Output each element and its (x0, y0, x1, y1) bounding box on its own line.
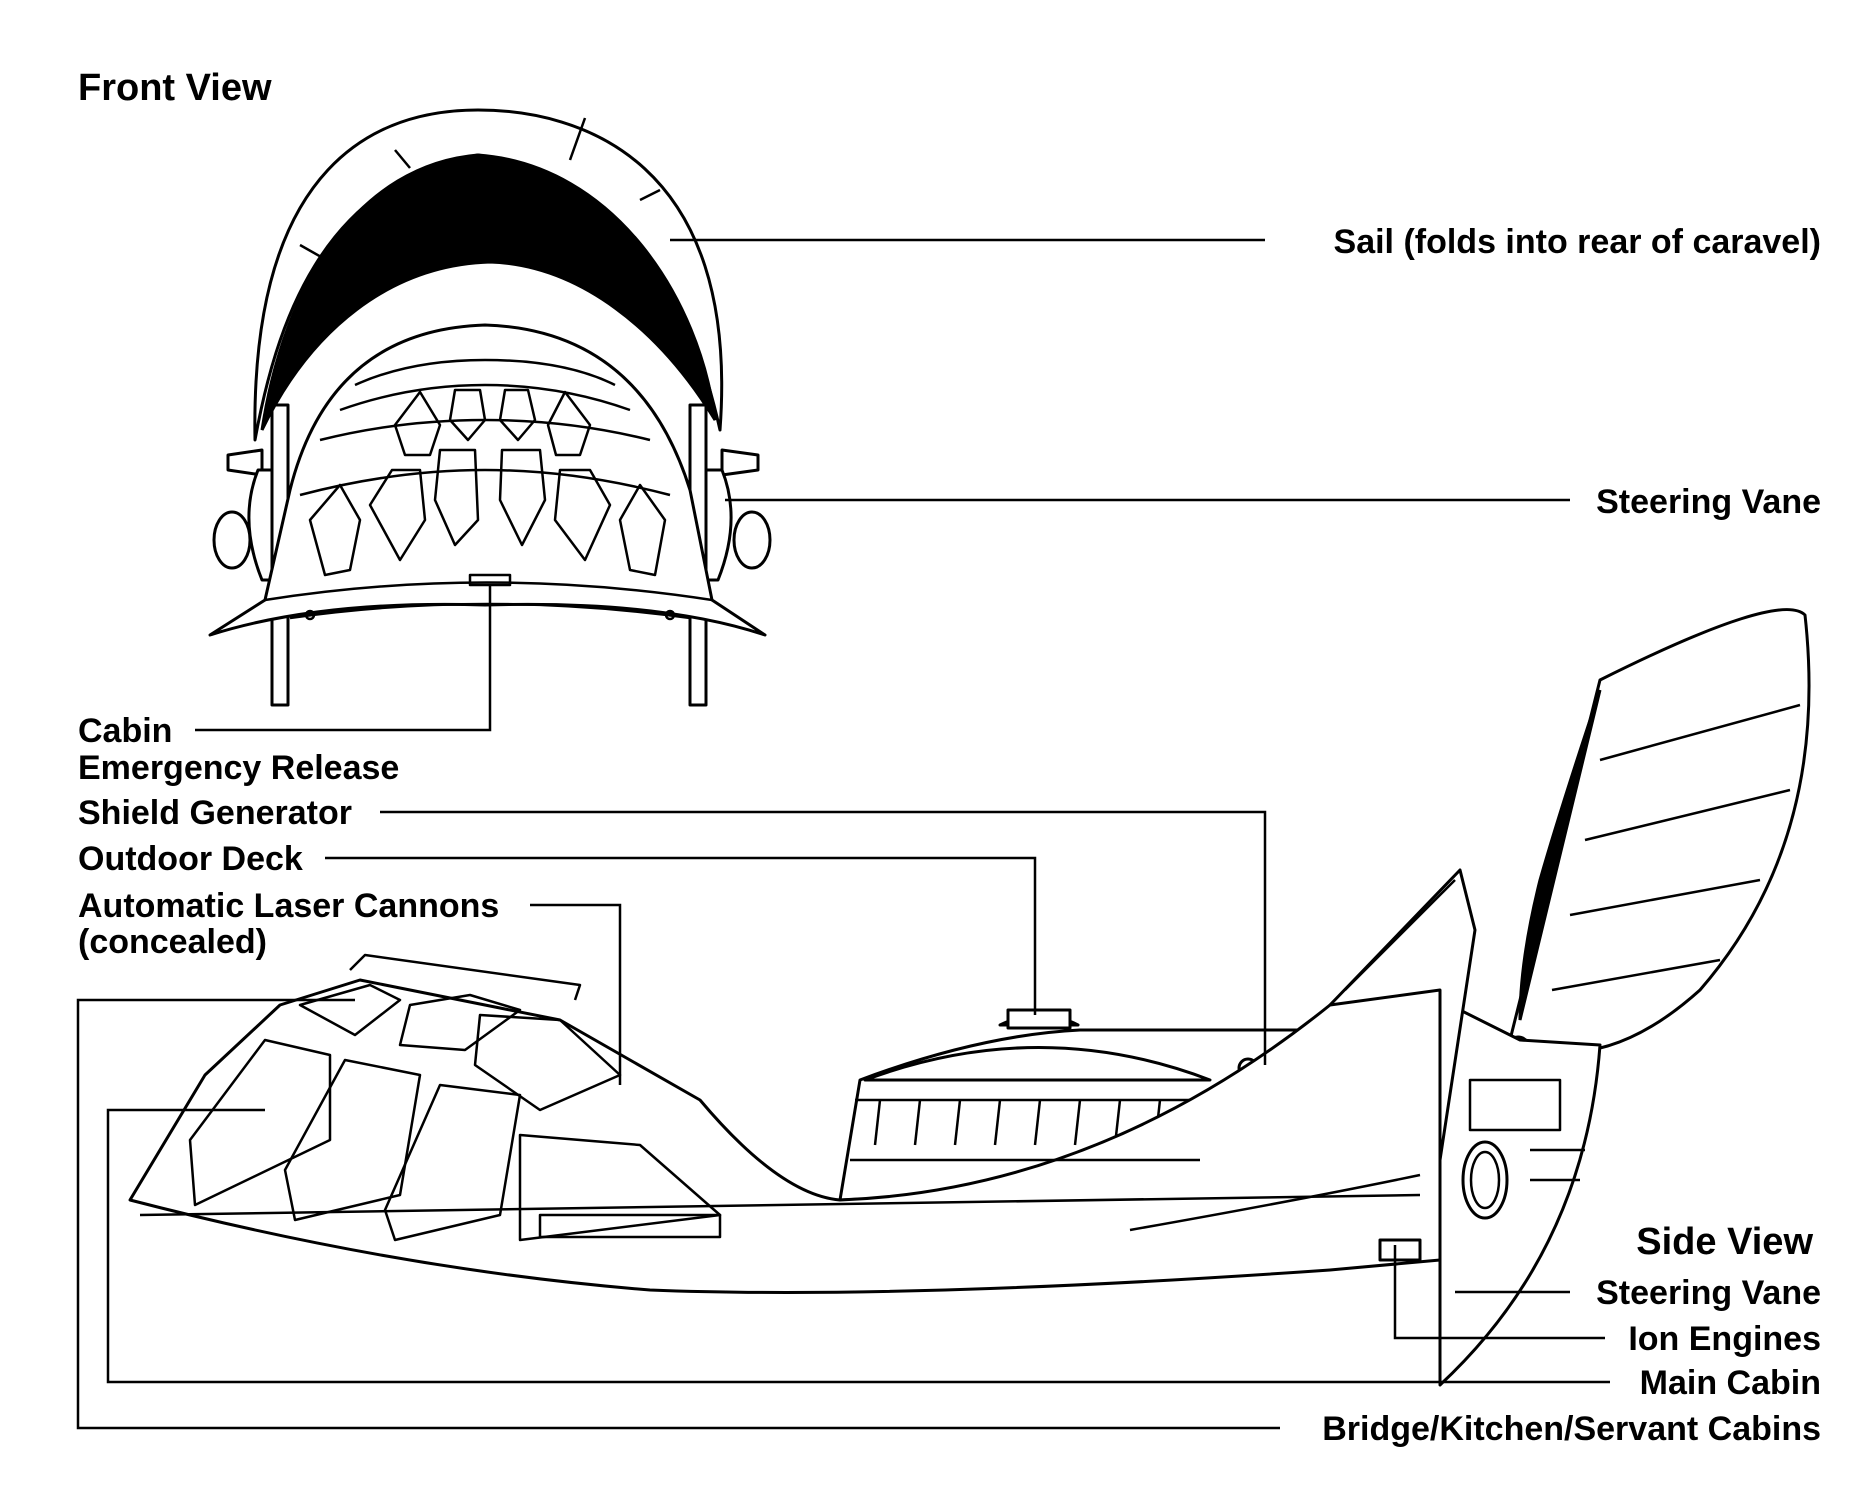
front-view-drawing (208, 108, 772, 707)
side-view-title: Side View (1636, 1221, 1813, 1263)
leader-lines (76, 238, 1610, 1430)
side-main-hull (128, 953, 1442, 1294)
side-view-drawing (128, 608, 1811, 1387)
side-sail (1502, 608, 1811, 1075)
outdoor-deck-leader (325, 856, 1037, 1015)
bridge-cabins-label: Bridge/Kitchen/Servant Cabins (1322, 1410, 1821, 1448)
ion-engines-label: Ion Engines (1628, 1320, 1821, 1358)
bridge-cabins-leader (76, 998, 1280, 1430)
laser-cannons-label-line1: Automatic Laser Cannons (78, 887, 500, 925)
steering-vane-side-label: Steering Vane (1596, 1274, 1821, 1312)
outdoor-deck-label: Outdoor Deck (78, 840, 303, 878)
shield-generator-label: Shield Generator (78, 794, 352, 832)
front-view-title: Front View (78, 67, 272, 109)
cabin-release-label-line2: Emergency Release (78, 749, 400, 787)
front-steering-vane-left (212, 448, 274, 582)
side-steering-vane (1438, 998, 1602, 1387)
shield-generator-leader (380, 810, 1267, 1065)
cabin-release-leader (195, 585, 492, 732)
front-cabin-hull (208, 323, 767, 637)
ion-engines-leader (1393, 1245, 1605, 1340)
laser-cannons-leader (530, 903, 622, 1085)
main-cabin-leader (106, 1108, 1610, 1384)
cabin-release-label-line1: Cabin (78, 712, 173, 750)
front-steering-vane-right (704, 448, 772, 582)
sail-label: Sail (folds into rear of caravel) (1333, 223, 1821, 261)
front-sail (253, 108, 724, 442)
main-cabin-label: Main Cabin (1639, 1364, 1821, 1402)
laser-cannons-label-line2: (concealed) (78, 923, 267, 961)
steering-vane-front-label: Steering Vane (1596, 483, 1821, 521)
